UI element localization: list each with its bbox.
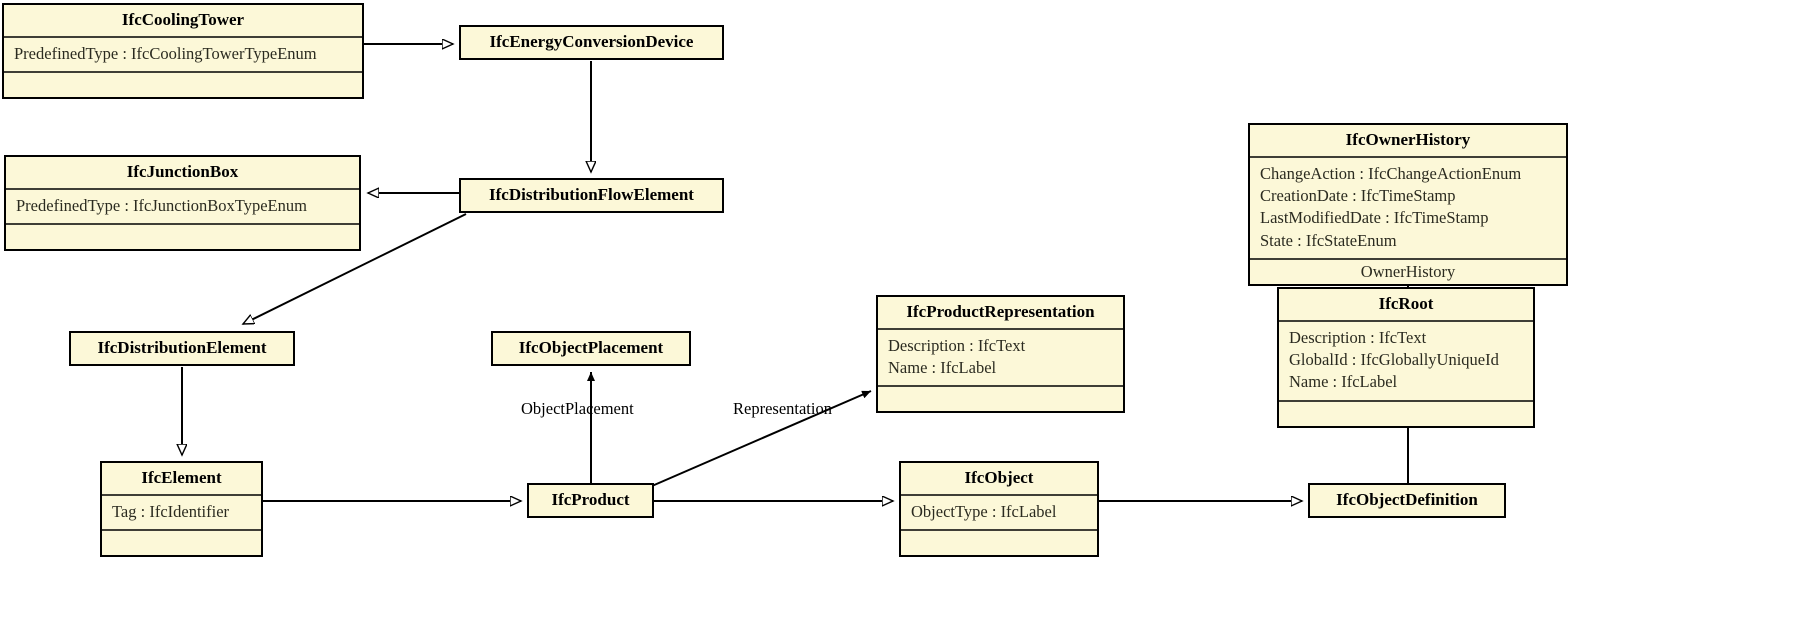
class-box-ifcelement[interactable]: IfcElement Tag : IfcIdentifier <box>100 461 263 557</box>
compartment-divider <box>1250 155 1566 158</box>
compartment-divider <box>878 327 1123 330</box>
class-name: IfcOwnerHistory <box>1345 130 1471 149</box>
class-box-ifcenergyconversiondevice[interactable]: IfcEnergyConversionDevice <box>459 25 724 60</box>
edge-label-objectplacement: ObjectPlacement <box>521 399 634 418</box>
compartment-divider <box>878 385 1123 388</box>
compartment-divider <box>901 528 1097 531</box>
class-operations <box>878 387 1123 411</box>
attribute-row: Tag : IfcIdentifier <box>112 501 230 521</box>
compartment-divider <box>4 35 362 38</box>
class-operations <box>6 225 359 249</box>
compartment-divider <box>1279 399 1533 402</box>
compartment-divider <box>1250 258 1566 261</box>
attribute-row: ChangeAction : IfcChangeActionEnum <box>1260 163 1522 183</box>
class-box-ifcobjectplacement[interactable]: IfcObjectPlacement <box>491 331 691 366</box>
attribute-row: State : IfcStateEnum <box>1260 230 1397 250</box>
edge-label-representation: Representation <box>733 399 832 418</box>
compartment-divider <box>901 493 1097 496</box>
class-name: IfcProduct <box>551 490 630 509</box>
class-name: IfcObject <box>964 468 1034 487</box>
class-operations: OwnerHistory <box>1360 262 1456 282</box>
attribute-row: PredefinedType : IfcJunctionBoxTypeEnum <box>16 195 307 215</box>
class-attributes: Description : IfcText Name : IfcLabel <box>878 330 1123 386</box>
attribute-row: CreationDate : IfcTimeStamp <box>1260 185 1456 205</box>
attribute-row: LastModifiedDate : IfcTimeStamp <box>1260 208 1489 228</box>
class-box-ifcproduct[interactable]: IfcProduct <box>527 483 654 518</box>
class-name: IfcDistributionFlowElement <box>489 185 694 204</box>
attribute-row: Name : IfcLabel <box>1289 372 1398 392</box>
compartment-divider <box>6 222 359 225</box>
attribute-row: GlobalId : IfcGloballyUniqueId <box>1289 349 1499 369</box>
class-box-ifcobject[interactable]: IfcObject ObjectType : IfcLabel <box>899 461 1099 557</box>
class-attributes: Tag : IfcIdentifier <box>102 496 261 529</box>
class-operations <box>102 531 261 555</box>
compartment-divider <box>6 187 359 190</box>
class-attributes: PredefinedType : IfcJunctionBoxTypeEnum <box>6 190 359 223</box>
class-box-ifcroot[interactable]: IfcRoot Description : IfcText GlobalId :… <box>1277 287 1535 428</box>
class-box-ifcownerhistory[interactable]: IfcOwnerHistory ChangeAction : IfcChange… <box>1248 123 1568 287</box>
attribute-row: Description : IfcText <box>1289 327 1427 347</box>
class-box-ifcdistributionflowelement[interactable]: IfcDistributionFlowElement <box>459 178 724 213</box>
compartment-divider <box>102 493 261 496</box>
class-box-ifcdistributionelement[interactable]: IfcDistributionElement <box>69 331 295 366</box>
class-name: IfcEnergyConversionDevice <box>489 32 694 51</box>
class-box-ifcjunctionbox[interactable]: IfcJunctionBox PredefinedType : IfcJunct… <box>4 155 361 251</box>
class-name: IfcObjectDefinition <box>1336 490 1478 509</box>
attribute-row: ObjectType : IfcLabel <box>911 501 1057 521</box>
class-box-ifcobjectdefinition[interactable]: IfcObjectDefinition <box>1308 483 1506 518</box>
compartment-divider <box>4 70 362 73</box>
attribute-row: Description : IfcText <box>888 335 1026 355</box>
compartment-divider <box>102 528 261 531</box>
class-attributes: ObjectType : IfcLabel <box>901 496 1097 529</box>
attribute-row: Name : IfcLabel <box>888 357 997 377</box>
class-operations <box>901 531 1097 555</box>
class-name: IfcElement <box>141 468 222 487</box>
class-name: IfcObjectPlacement <box>518 338 664 357</box>
class-name: IfcDistributionElement <box>97 338 267 357</box>
class-name: IfcJunctionBox <box>126 162 239 181</box>
class-box-ifccoolingtower[interactable]: IfcCoolingTower PredefinedType : IfcCool… <box>2 3 364 99</box>
compartment-divider <box>1279 319 1533 322</box>
class-name: IfcRoot <box>1378 294 1434 313</box>
class-attributes: Description : IfcText GlobalId : IfcGlob… <box>1279 322 1533 400</box>
class-operations <box>1279 402 1533 426</box>
class-name: IfcProductRepresentation <box>906 302 1095 321</box>
class-name: IfcCoolingTower <box>121 10 245 29</box>
class-operations <box>4 73 362 97</box>
class-box-ifcproductrepresentation[interactable]: IfcProductRepresentation Description : I… <box>876 295 1125 414</box>
attribute-row: PredefinedType : IfcCoolingTowerTypeEnum <box>14 43 317 63</box>
class-attributes: PredefinedType : IfcCoolingTowerTypeEnum <box>4 38 362 71</box>
class-attributes: ChangeAction : IfcChangeActionEnum Creat… <box>1250 158 1566 259</box>
